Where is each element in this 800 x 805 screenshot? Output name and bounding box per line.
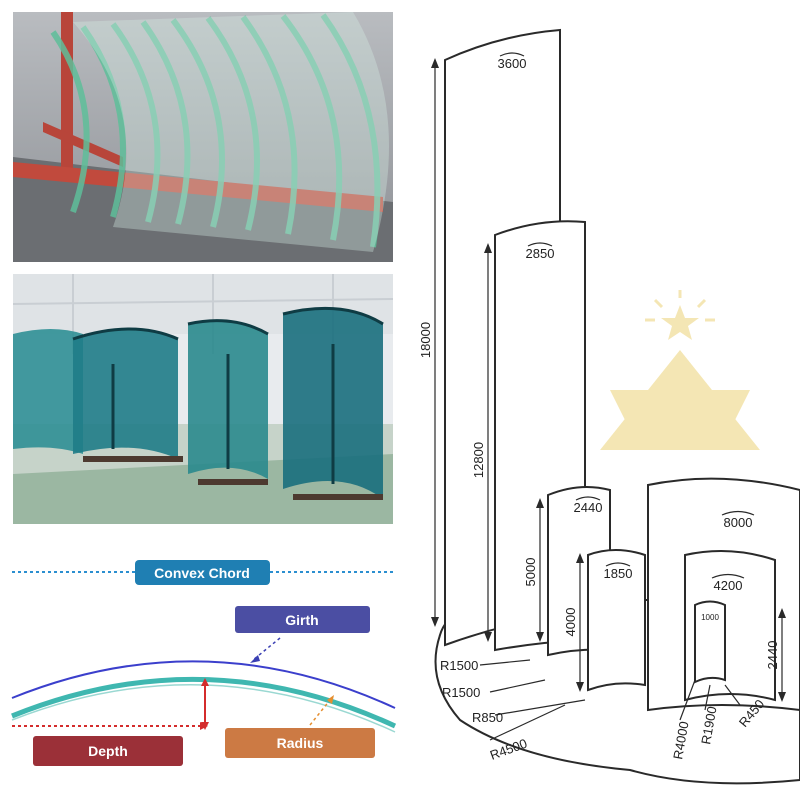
curved-panel-dimension-sketch: 3600 2850 2440 1850 8000 4200 1000 — [400, 0, 800, 800]
svg-text:R850: R850 — [472, 710, 503, 725]
svg-text:2850: 2850 — [526, 246, 555, 261]
girth-pill — [235, 606, 370, 633]
svg-text:5000: 5000 — [523, 558, 538, 587]
curved-glass-rack-photo — [13, 12, 393, 262]
girth-label: Girth — [285, 612, 318, 628]
svg-text:2440: 2440 — [574, 500, 603, 515]
svg-text:R1500: R1500 — [440, 658, 478, 673]
panel-1850 — [587, 549, 646, 692]
glass-terms-diagram: Convex Chord Girth Depth Radius — [0, 540, 410, 800]
girth-arc — [11, 660, 396, 709]
factory-curved-glass-photo — [13, 274, 393, 524]
svg-text:R1900: R1900 — [698, 705, 719, 745]
glass-arc — [11, 676, 397, 729]
svg-text:8000: 8000 — [724, 515, 753, 530]
svg-text:4200: 4200 — [714, 578, 743, 593]
depth-label: Depth — [88, 743, 128, 759]
radius-label: Radius — [277, 735, 324, 751]
convex-chord-pill — [135, 560, 270, 585]
svg-text:1850: 1850 — [604, 566, 633, 581]
svg-text:3600: 3600 — [498, 56, 527, 71]
svg-text:18000: 18000 — [418, 322, 433, 358]
panel-1000 — [694, 600, 726, 684]
svg-text:R1500: R1500 — [442, 685, 480, 700]
svg-text:12800: 12800 — [471, 442, 486, 478]
svg-text:2440: 2440 — [765, 641, 780, 670]
star-logo — [600, 290, 760, 450]
radius-pill — [225, 728, 375, 758]
depth-pill — [33, 736, 183, 766]
svg-text:4000: 4000 — [563, 608, 578, 637]
svg-text:1000: 1000 — [701, 613, 719, 622]
svg-text:R4000: R4000 — [670, 720, 691, 760]
convex-chord-label: Convex Chord — [154, 565, 250, 581]
